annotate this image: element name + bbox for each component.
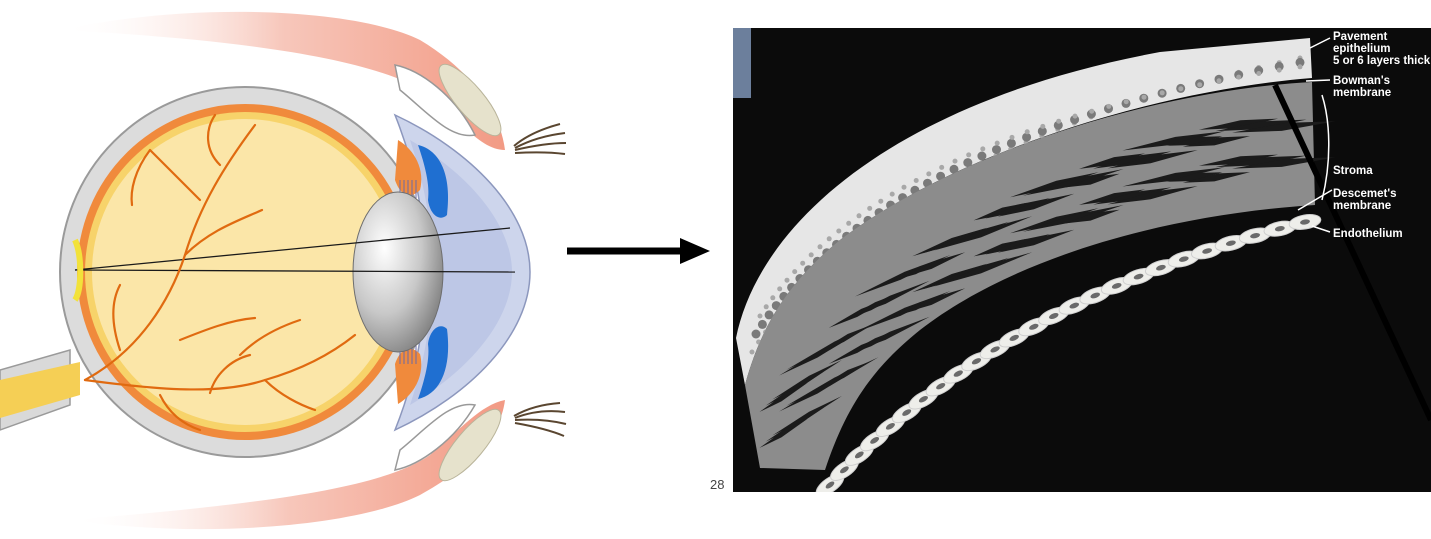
eye-diagram (0, 12, 566, 529)
epithelium-nucleus (1197, 82, 1202, 87)
label-epithelium-line3: 5 or 6 layers thick (1333, 55, 1431, 67)
epithelium-nucleus (1040, 124, 1045, 129)
label-descemet-line2: membrane (1333, 200, 1391, 212)
page-number: 28 (710, 477, 724, 492)
epithelium-nucleus (1089, 109, 1094, 114)
epithelium-nucleus (785, 278, 790, 283)
epithelium-nucleus (1277, 68, 1282, 73)
epithelium-nucleus (836, 229, 841, 234)
epithelium-nucleus (902, 185, 907, 190)
epithelium-nucleus (1010, 135, 1015, 140)
label-epithelium-line2: epithelium (1333, 43, 1391, 55)
epithelium-nucleus (914, 178, 919, 183)
epithelium-nucleus (890, 192, 895, 197)
epithelium-nucleus (980, 146, 985, 151)
epithelium-nucleus (1106, 104, 1111, 109)
epithelium-nucleus (846, 221, 851, 226)
epithelium-nucleus (758, 314, 763, 319)
epithelium-nucleus (995, 141, 1000, 146)
epithelium-nucleus (1124, 99, 1129, 104)
upper-eyelashes (514, 124, 566, 154)
epithelium-nucleus (1142, 95, 1147, 100)
epithelium-nucleus (1056, 119, 1061, 124)
epithelium-nucleus (764, 304, 769, 309)
epithelium-nucleus (752, 330, 761, 339)
label-epithelium-line1: Pavement (1333, 31, 1388, 43)
epithelium-nucleus (966, 152, 971, 157)
epithelium-nucleus (992, 145, 1001, 154)
label-bowman-line2: membrane (1333, 87, 1391, 99)
epithelium-nucleus (1160, 90, 1165, 95)
epithelium-nucleus (758, 320, 767, 329)
epithelium-nucleus (1256, 71, 1261, 76)
epithelium-nucleus (750, 350, 755, 355)
epithelium-nucleus (1178, 86, 1183, 91)
right-arrow-icon (567, 238, 710, 264)
label-descemet-line1: Descemet's (1333, 188, 1396, 200)
epithelium-nucleus (770, 295, 775, 300)
epithelium-nucleus (977, 152, 986, 161)
epithelium-nucleus (878, 199, 883, 204)
epithelium-nucleus (953, 159, 958, 164)
label-endothelium: Endothelium (1333, 228, 1403, 240)
label-stroma: Stroma (1333, 165, 1373, 177)
epithelium-nucleus (800, 261, 805, 266)
lower-eyelashes (514, 403, 566, 436)
epithelium-nucleus (792, 269, 797, 274)
epithelium-nucleus (1217, 78, 1222, 83)
label-bowman-line1: Bowman's (1333, 75, 1390, 87)
epithelium-nucleus (926, 171, 931, 176)
tape-corner (733, 28, 751, 98)
epithelium-nucleus (827, 236, 832, 241)
epithelium-nucleus (818, 244, 823, 249)
epithelium-nucleus (777, 286, 782, 291)
epithelium-nucleus (1007, 139, 1016, 148)
epithelium-nucleus (809, 252, 814, 257)
epithelium-nucleus (867, 206, 872, 211)
epithelium-nucleus (1025, 129, 1030, 134)
epithelium-nucleus (1073, 114, 1078, 119)
epithelium-nucleus (857, 213, 862, 218)
epithelium-nucleus (939, 165, 944, 170)
vitreous-body (92, 119, 398, 425)
epithelium-nucleus (1298, 64, 1303, 69)
epithelium-nucleus (1236, 75, 1241, 80)
cornea-histology: Pavement epithelium 5 or 6 layers thick … (733, 28, 1431, 500)
